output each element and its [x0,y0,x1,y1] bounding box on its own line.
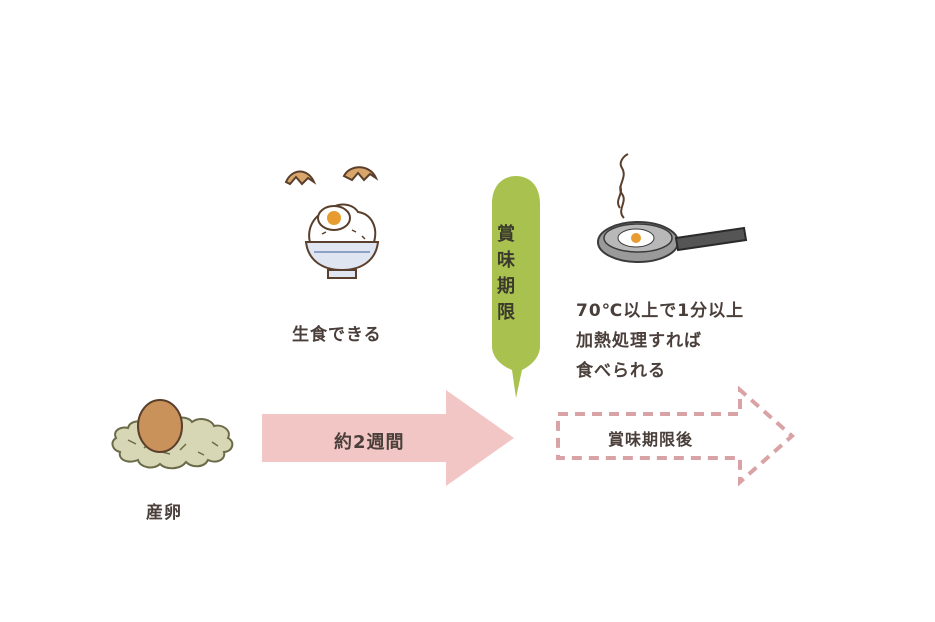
after-expiry-arrow [556,385,796,487]
expiry-marker-label: 賞 味 期 限 [488,222,524,326]
cook-line-2: 加熱処理すれば [576,331,702,351]
egg-in-nest-icon [111,399,234,470]
expiry-char-1: 賞 [497,224,515,245]
frying-pan-with-egg-icon [597,153,748,263]
step-egg-laid: 産卵 [146,503,182,523]
expiry-char-2: 味 [497,250,515,271]
after-expiry-label: 賞味期限後 [608,430,694,449]
expiry-char-3: 期 [497,276,515,297]
step-raw-ok: 生食できる [292,325,382,345]
expiry-char-4: 限 [497,302,515,323]
rice-bowl-with-egg-icon [284,166,380,279]
two-weeks-arrow [262,390,514,486]
two-weeks-label: 約2週間 [334,432,405,453]
cook-line-3: 食べられる [576,361,666,381]
step-cook-instructions: 70℃以上で1分以上 加熱処理すれば 食べられる [576,296,744,386]
cook-line-1: 70℃以上で1分以上 [576,301,745,321]
expiry-marker [492,176,540,398]
